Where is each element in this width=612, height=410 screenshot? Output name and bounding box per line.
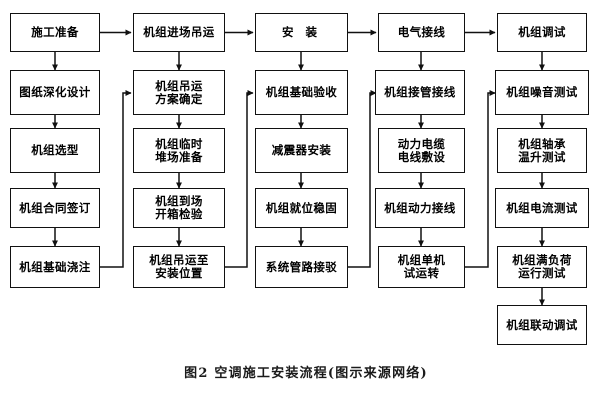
node-label: 施工准备 [31, 25, 79, 40]
node-unit-selection[interactable]: 机组选型 [10, 128, 100, 173]
node-label: 机组噪音测试 [506, 85, 578, 100]
figure-caption: 图2 空调施工安装流程(图示来源网络) [184, 366, 428, 381]
node-unit-standalone-trial-run[interactable]: 机组单机 试运转 [378, 246, 465, 288]
node-hoisting-plan-confirmation[interactable]: 机组吊运 方案确定 [133, 70, 225, 115]
node-label: 动力电缆 电线敷设 [397, 136, 446, 164]
node-unit-full-load-operation-test[interactable]: 机组满负荷 运行测试 [497, 246, 587, 288]
node-label: 机组到场 开箱检验 [155, 194, 203, 221]
node-drawing-deepening-design[interactable]: 图纸深化设计 [10, 70, 100, 115]
node-system-pipeline-connection[interactable]: 系统管路接驳 [255, 246, 348, 288]
node-temporary-storage-yard-preparation[interactable]: 机组临时 堆场准备 [133, 128, 225, 173]
node-label: 机组临时 堆场准备 [155, 136, 203, 164]
node-label: 机组单机 试运转 [397, 253, 446, 280]
node-label: 机组接管接线 [384, 85, 456, 100]
node-label: 机组轴承 温升测试 [518, 136, 566, 164]
node-label: 机组电流测试 [506, 200, 578, 215]
node-unit-bearing-temperature-rise-test[interactable]: 机组轴承 温升测试 [497, 128, 587, 173]
node-unit-foundation-pouring[interactable]: 机组基础浇注 [10, 246, 100, 288]
node-label: 图纸深化设计 [19, 85, 91, 100]
node-unit-current-test[interactable]: 机组电流测试 [495, 188, 589, 228]
node-unit-noise-test[interactable]: 机组噪音测试 [495, 70, 589, 115]
node-unit-arrival-unpacking-inspection[interactable]: 机组到场 开箱检验 [133, 188, 225, 228]
node-label: 机组基础验收 [265, 85, 338, 100]
node-unit-site-entry-hoisting[interactable]: 机组进场吊运 [133, 13, 225, 52]
node-unit-pipe-and-wire-connection[interactable]: 机组接管接线 [375, 70, 465, 115]
node-label: 机组进场吊运 [143, 25, 215, 40]
node-label: 机组合同签订 [19, 200, 91, 215]
node-label: 机组吊运 方案确定 [155, 78, 203, 106]
node-label: 安 装 [281, 25, 321, 40]
node-label: 机组调试 [518, 25, 566, 40]
node-power-cable-laying[interactable]: 动力电缆 电线敷设 [378, 128, 465, 173]
node-label: 机组选型 [31, 143, 79, 158]
node-hoist-to-installation-position[interactable]: 机组吊运至 安装位置 [133, 246, 225, 288]
node-label: 减震器安装 [271, 143, 332, 158]
node-unit-power-wiring[interactable]: 机组动力接线 [375, 188, 465, 228]
node-construction-preparation[interactable]: 施工准备 [10, 13, 100, 52]
node-label: 系统管路接驳 [265, 259, 338, 274]
node-label: 电气接线 [397, 25, 446, 40]
node-installation[interactable]: 安 装 [255, 13, 348, 52]
node-unit-contract-signing[interactable]: 机组合同签订 [10, 188, 100, 228]
node-label: 机组基础浇注 [19, 259, 91, 274]
node-unit-foundation-acceptance[interactable]: 机组基础验收 [255, 70, 348, 115]
node-damper-installation[interactable]: 减震器安装 [255, 128, 348, 173]
node-label: 机组动力接线 [384, 200, 456, 215]
node-label: 机组就位稳固 [265, 200, 338, 215]
node-label: 机组满负荷 运行测试 [512, 253, 572, 280]
node-electrical-wiring[interactable]: 电气接线 [378, 13, 465, 52]
node-unit-linkage-commissioning[interactable]: 机组联动调试 [497, 305, 587, 345]
node-unit-positioning-stabilization[interactable]: 机组就位稳固 [255, 188, 348, 228]
node-label: 机组联动调试 [506, 317, 578, 332]
node-unit-commissioning[interactable]: 机组调试 [497, 13, 587, 52]
node-label: 机组吊运至 安装位置 [149, 253, 209, 280]
